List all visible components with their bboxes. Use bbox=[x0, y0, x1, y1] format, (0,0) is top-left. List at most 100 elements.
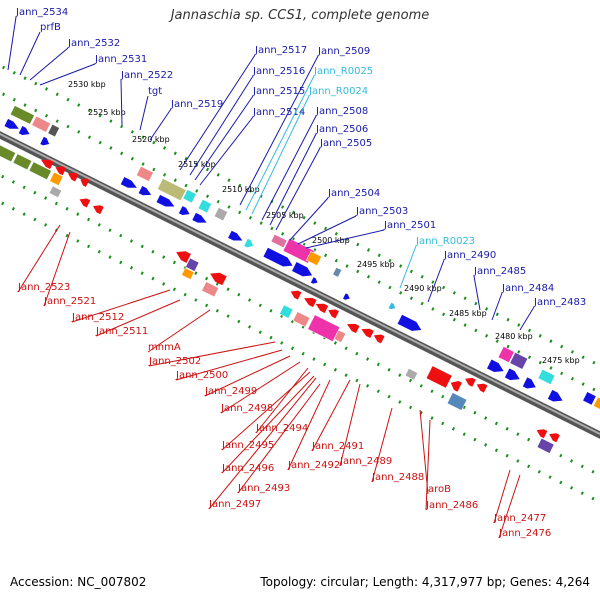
forward-gene-shape bbox=[582, 391, 597, 406]
topology-text: Topology: circular; Length: 4,317,977 bp… bbox=[260, 575, 590, 589]
kbp-tick-label: 2485 kbp bbox=[449, 309, 487, 318]
forward-gene-shape bbox=[310, 277, 318, 284]
forward-gene-label-leader bbox=[269, 133, 317, 226]
forward-gene bbox=[522, 377, 536, 389]
forward-gene-shape bbox=[213, 207, 228, 222]
forward-gene-label-leader bbox=[194, 95, 254, 181]
reverse-gene-shape bbox=[446, 392, 468, 411]
reverse-gene-label-leader bbox=[220, 361, 301, 414]
forward-gene bbox=[9, 105, 35, 125]
reverse-gene-label-leader bbox=[493, 469, 511, 524]
forward-gene-shape bbox=[9, 105, 35, 125]
reverse-gene-label: Jann_2497 bbox=[208, 499, 261, 510]
reverse-gene-label-leader bbox=[17, 224, 61, 293]
reverse-gene-label-leader bbox=[419, 409, 429, 495]
reverse-gene bbox=[333, 329, 347, 343]
forward-gene bbox=[292, 262, 313, 277]
reverse-gene bbox=[185, 257, 200, 272]
kbp-tick-label: 2500 kbp bbox=[312, 236, 350, 245]
forward-gene-label: Jann_R0023 bbox=[415, 236, 475, 247]
forward-gene-label: Jann_R0024 bbox=[308, 86, 368, 97]
forward-gene bbox=[504, 368, 520, 381]
reverse-gene-shape bbox=[28, 161, 52, 181]
forward-gene-shape bbox=[537, 369, 556, 385]
reverse-gene-shape bbox=[0, 142, 16, 163]
forward-gene-label-leader bbox=[491, 292, 503, 321]
reverse-gene-label: Jann_2500 bbox=[175, 370, 228, 381]
forward-gene bbox=[4, 118, 19, 129]
forward-gene-label-leader bbox=[239, 55, 319, 206]
reverse-gene bbox=[304, 297, 317, 308]
forward-gene-label-leader bbox=[139, 95, 149, 131]
reverse-gene-shape bbox=[425, 365, 453, 389]
reverse-gene-label: Jann_2477 bbox=[493, 513, 546, 524]
forward-gene-shape bbox=[332, 267, 343, 278]
forward-gene-label: Jann_2490 bbox=[443, 250, 496, 261]
forward-gene-label: Jann_2509 bbox=[317, 46, 370, 57]
reverse-gene bbox=[315, 303, 329, 313]
forward-gene-label-leader bbox=[189, 75, 254, 176]
reverse-gene-label-leader bbox=[339, 383, 361, 467]
forward-gene bbox=[18, 126, 30, 135]
reverse-gene-label-leader bbox=[371, 407, 393, 483]
forward-gene-shape bbox=[263, 247, 293, 267]
reverse-gene-label-leader bbox=[175, 349, 283, 381]
reverse-gene-label-leader bbox=[148, 341, 276, 367]
forward-gene-label: Jann_2532 bbox=[67, 38, 120, 49]
reverse-gene-label: Jann_2492 bbox=[287, 460, 340, 471]
reverse-gene bbox=[12, 153, 33, 171]
reverse-gene-shape bbox=[347, 323, 360, 334]
forward-gene-label: Jann_2483 bbox=[533, 297, 586, 308]
reverse-gene-label: Jann_2476 bbox=[498, 528, 551, 539]
reverse-gene-shape bbox=[67, 172, 79, 182]
forward-gene-shape bbox=[487, 359, 504, 373]
forward-gene-label: Jann_2506 bbox=[315, 124, 368, 135]
forward-gene-shape bbox=[157, 178, 187, 202]
forward-gene-label: prfB bbox=[40, 22, 61, 33]
reverse-gene-shape bbox=[279, 304, 294, 319]
forward-gene-shape bbox=[47, 123, 60, 138]
forward-gene-shape bbox=[270, 233, 288, 249]
reverse-gene-shape bbox=[465, 377, 476, 387]
reverse-gene-shape bbox=[55, 166, 67, 176]
forward-gene-label-leader bbox=[199, 116, 254, 186]
forward-gene-label-leader bbox=[179, 54, 256, 171]
reverse-gene-shape bbox=[450, 380, 462, 392]
reverse-gene bbox=[201, 281, 220, 298]
forward-gene-label-leader bbox=[399, 245, 417, 289]
reverse-gene-shape bbox=[304, 297, 317, 308]
kbp-tick-label: 2475 kbp bbox=[542, 356, 580, 365]
reverse-gene bbox=[549, 433, 560, 443]
forward-gene bbox=[157, 178, 187, 202]
forward-gene-shape bbox=[138, 185, 152, 196]
reverse-gene bbox=[48, 185, 63, 198]
forward-gene bbox=[31, 115, 51, 133]
forward-gene-shape bbox=[182, 189, 197, 204]
forward-gene-shape bbox=[306, 250, 322, 266]
reverse-gene-shape bbox=[536, 437, 555, 454]
reverse-gene bbox=[536, 429, 548, 439]
forward-gene bbox=[310, 277, 318, 284]
reverse-gene-label: mnmA bbox=[148, 342, 181, 353]
reverse-gene bbox=[450, 380, 462, 392]
reverse-gene-shape bbox=[185, 257, 200, 272]
reverse-gene-shape bbox=[79, 198, 91, 208]
forward-gene-label-leader bbox=[289, 197, 329, 241]
forward-gene bbox=[197, 199, 212, 214]
reverse-gene bbox=[79, 198, 91, 208]
forward-gene-label: Jann_2531 bbox=[94, 54, 147, 65]
reverse-gene bbox=[290, 290, 302, 300]
reverse-gene-shape bbox=[41, 159, 54, 169]
forward-gene bbox=[270, 233, 288, 249]
reverse-gene-shape bbox=[549, 433, 560, 443]
reverse-gene-shape bbox=[373, 334, 385, 344]
reverse-gene-label: Jann_2499 bbox=[204, 386, 257, 397]
kbp-tick-label: 2530 kbp bbox=[68, 80, 106, 89]
reverse-gene-shape bbox=[12, 153, 33, 171]
forward-gene-shape bbox=[397, 314, 422, 331]
reverse-gene-shape bbox=[290, 290, 302, 300]
kbp-tick-label: 2510 kbp bbox=[222, 185, 260, 194]
genome-title: Jannaschia sp. CCS1, complete genome bbox=[170, 8, 430, 23]
forward-gene-label: Jann_2516 bbox=[252, 66, 305, 77]
forward-gene-shape bbox=[4, 118, 19, 129]
